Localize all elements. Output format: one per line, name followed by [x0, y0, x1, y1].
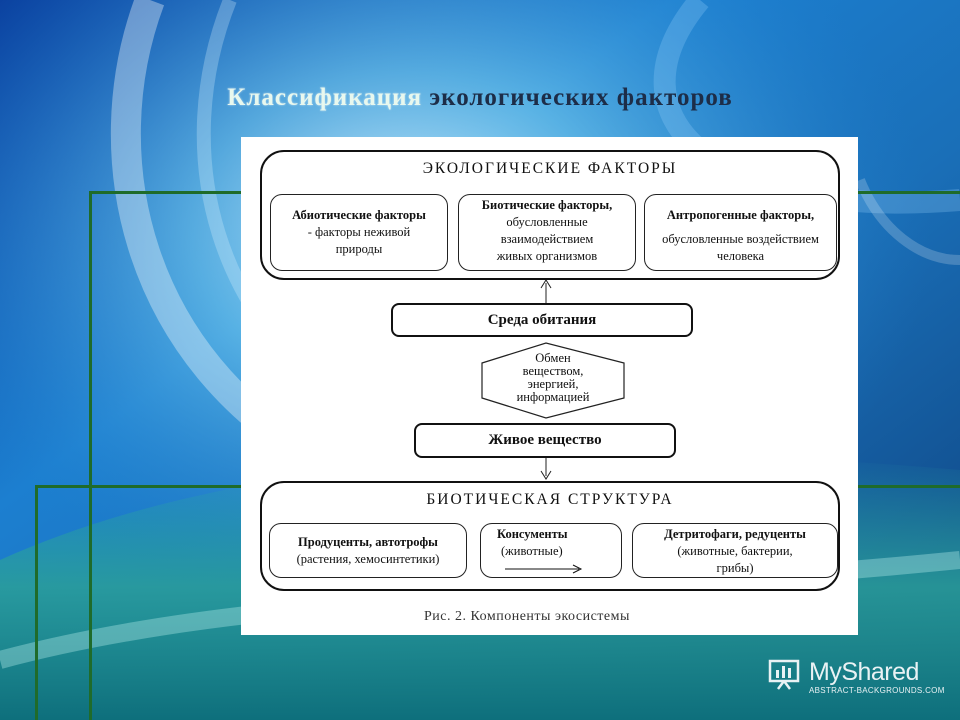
ecosystem-diagram: ЭКОЛОГИЧЕСКИЕ ФАКТОРЫ Абиотические факто…: [241, 137, 858, 635]
figure-caption: Рис. 2. Компоненты экосистемы: [424, 609, 630, 624]
exchange-label: Обмен веществом, энергией, информацией: [482, 352, 624, 404]
producers-box: Продуценты, автотрофы (растения, хемосин…: [269, 523, 467, 578]
biotic-line-2: взаимодействием: [500, 232, 594, 246]
anthropogenic-factors-box: Антропогенные факторы, обусловленные воз…: [644, 194, 837, 271]
producers-line-1: (растения, хемосинтетики): [296, 552, 440, 566]
biotic-structure-box: [260, 481, 840, 591]
detritivores-line-1: (животные, бактерии,: [677, 544, 793, 558]
exchange-line-4: информацией: [516, 390, 590, 404]
detritivores-line-2: грибы): [716, 561, 754, 575]
biotic-line-1: обусловленные: [506, 215, 588, 229]
slide-title-part1: Классификация: [227, 84, 423, 111]
abiotic-line-1: - факторы неживой: [307, 225, 411, 239]
abiotic-line-2: природы: [335, 242, 383, 256]
exchange-line-1: Обмен: [535, 351, 571, 365]
biotic-factors-box: Биотические факторы, обусловленные взаим…: [458, 194, 636, 271]
anthropogenic-line-1: обусловленные воздействием: [662, 232, 819, 246]
exchange-line-3: энергией,: [527, 377, 579, 391]
exchange-line-2: веществом,: [522, 364, 584, 378]
consumers-line-1: (животные): [501, 544, 563, 558]
presentation-board-icon: [768, 659, 800, 690]
habitat-bar: Среда обитания: [391, 303, 693, 337]
consumers-title: Консументы: [497, 527, 568, 541]
detritivores-box: Детритофаги, редуценты (животные, бактер…: [632, 523, 838, 578]
diagram-connectors: [481, 279, 625, 480]
myshared-logo: MyShared ABSTRACT-BACKGROUNDS.COM: [767, 656, 957, 696]
anthropogenic-line-2: человека: [716, 249, 765, 263]
biotic-line-3: живых организмов: [496, 249, 598, 263]
biotic-structure-header: БИОТИЧЕСКАЯ СТРУКТУРА: [426, 491, 674, 508]
slide-title-part2: экологических факторов: [429, 84, 733, 111]
myshared-brand: MyShared: [809, 658, 919, 686]
abiotic-factors-title: Абиотические факторы: [292, 208, 426, 222]
living-matter-bar: Живое вещество: [414, 423, 676, 458]
biotic-factors-title: Биотические факторы,: [481, 198, 613, 212]
slide-title: Классификация экологических факторов: [0, 84, 960, 112]
arrow-right-icon: [505, 564, 583, 574]
producers-title: Продуценты, автотрофы: [298, 535, 438, 549]
abiotic-factors-box: Абиотические факторы - факторы неживой п…: [270, 194, 448, 271]
ecological-factors-box: [260, 150, 840, 280]
detritivores-title: Детритофаги, редуценты: [664, 527, 806, 541]
watermark-sub: ABSTRACT-BACKGROUNDS.COM: [809, 686, 945, 695]
anthropogenic-factors-title: Антропогенные факторы,: [666, 208, 815, 222]
ecological-factors-header: ЭКОЛОГИЧЕСКИЕ ФАКТОРЫ: [422, 160, 678, 177]
consumers-box: Консументы (животные): [480, 523, 622, 578]
